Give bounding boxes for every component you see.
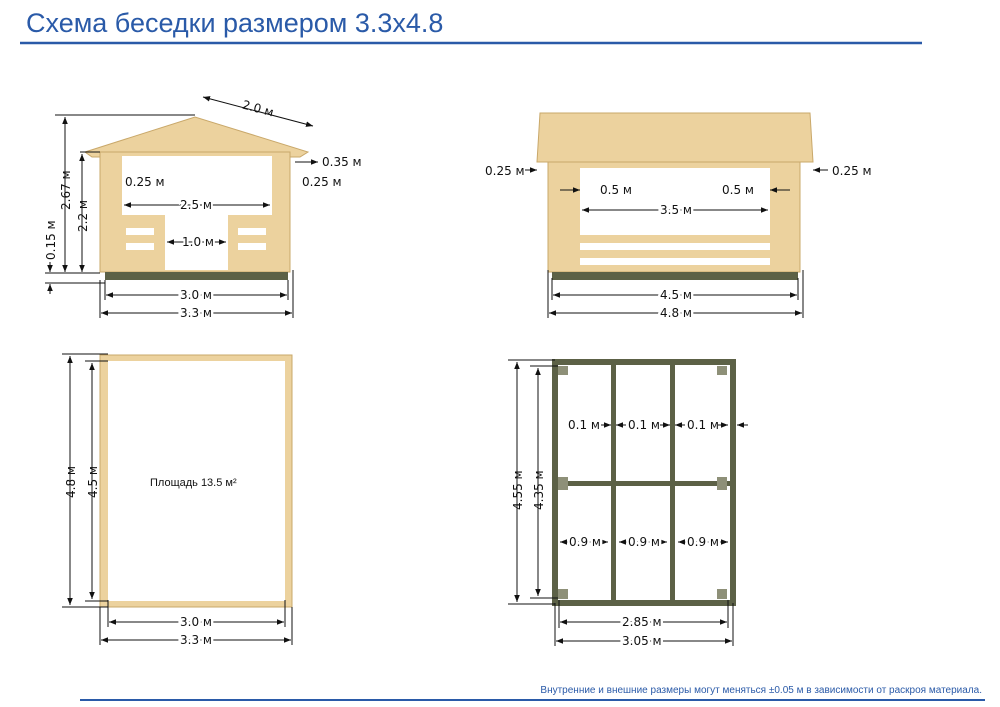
side-inner-width-dim: 4.5 м (660, 288, 692, 302)
front-door-dim: 1.0 м (182, 235, 214, 249)
plan-area-label: Площадь 13.5 м² (150, 477, 237, 489)
foundation-span-1-dim: 0.9 м (569, 535, 601, 549)
side-eave-right-dim: 0.25 м (832, 164, 872, 178)
side-outer-width-dim: 4.8 м (660, 306, 692, 320)
foundation-span-3-dim: 0.9 м (687, 535, 719, 549)
foundation-beam-1-dim: 0.1 м (568, 418, 600, 432)
plan-outer-width-dim: 3.3 м (180, 633, 212, 647)
foundation-outer-width-dim: 3.05 м (622, 634, 662, 648)
side-post-left-dim: 0.5 м (600, 183, 632, 197)
plan-inner-length-dim: 4.5 м (86, 466, 100, 498)
front-roof-dim: 2.0 м (241, 98, 275, 120)
front-overhang-dim: 0.35 м (322, 155, 362, 169)
foundation-beam-2-dim: 0.1 м (628, 418, 660, 432)
foundation-span-2-dim: 0.9 м (628, 535, 660, 549)
foundation-outer-length-dim: 4.55 м (511, 470, 525, 510)
page-title: Схема беседки размером 3.3x4.8 (26, 8, 443, 38)
plan-inner-width-dim: 3.0 м (180, 615, 212, 629)
foundation-inner-width-dim: 2.85 м (622, 615, 662, 629)
front-post-left-dim: 0.25 м (125, 175, 165, 189)
front-opening-dim: 2.5 м (180, 198, 212, 212)
side-eave-left-dim: 0.25 м (485, 164, 525, 178)
front-base-dim: 0.15 м (44, 220, 58, 260)
foundation-inner-length-dim: 4.35 м (532, 470, 546, 510)
front-post-right-dim: 0.25 м (302, 175, 342, 189)
front-height-wall-dim: 2.2 м (76, 200, 90, 232)
foundation-beam-3-dim: 0.1 м (687, 418, 719, 432)
front-inner-width-dim: 3.0 м (180, 288, 212, 302)
front-outer-width-dim: 3.3 м (180, 306, 212, 320)
side-view: 0.25 м 0.25 м 0.5 м 0.5 м 3.5 м 4.5 м 4.… (485, 112, 872, 323)
foundation-plan: 0.1 м 0.1 м 0.1 м 0.9 м 0.9 м 0.9 м 4.55… (508, 359, 748, 651)
front-height-total-dim: 2.67 м (59, 170, 73, 210)
plan-outer-length-dim: 4.8 м (64, 466, 78, 498)
front-view: 2.0 м 0.35 м 0.25 м 0.25 м 2.5 м 1.0 м 2… (44, 96, 362, 323)
side-post-right-dim: 0.5 м (722, 183, 754, 197)
side-opening-dim: 3.5 м (660, 203, 692, 217)
floor-plan: Площадь 13.5 м² 4.8 м 4.5 м 3.0 м 3.3 м (62, 353, 293, 650)
footer-note: Внутренние и внешние размеры могут менят… (540, 685, 982, 696)
